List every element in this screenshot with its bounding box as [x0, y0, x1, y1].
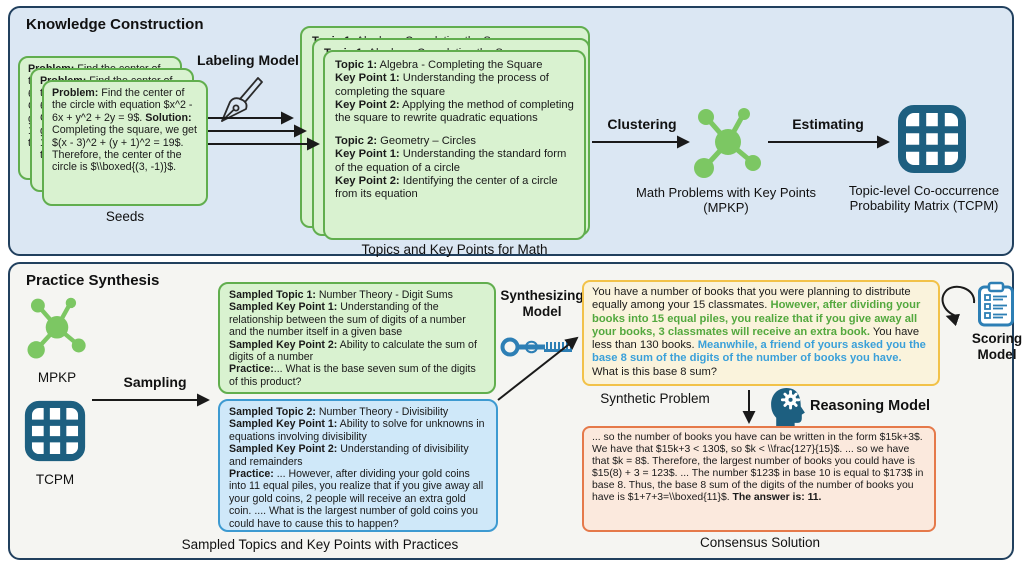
scoring-model-label: Scoring Model	[971, 331, 1023, 362]
pen-nib-icon	[221, 77, 263, 122]
mpkp-network-icon-small	[27, 297, 86, 359]
tcpm-label: Topic-level Co-occurrence Probability Ma…	[848, 183, 1000, 213]
head-gear-icon	[771, 388, 805, 429]
reasoning-model-label: Reasoning Model	[810, 398, 931, 414]
mpkp-network-icon	[694, 108, 761, 178]
mpkp-label: Math Problems with Key Points (MPKP)	[636, 185, 816, 215]
estimating-label: Estimating	[792, 116, 864, 132]
sampling-label: Sampling	[123, 374, 187, 390]
tcpm-matrix-icon-small	[24, 400, 86, 462]
tcpm-matrix-icon	[898, 105, 966, 173]
synthesizing-model-label: Synthesizing Model	[500, 288, 584, 319]
synthetic-problem-box: You have a number of books that you were…	[582, 280, 940, 386]
topics-card-front: Topic 1: Algebra - Completing the Square…	[323, 50, 586, 240]
key-icon	[500, 337, 572, 357]
seeds-caption: Seeds	[105, 209, 145, 224]
sampled-topic-1-card: Sampled Topic 1: Number Theory - Digit S…	[218, 282, 496, 394]
labeling-model-label: Labeling Model	[197, 52, 299, 68]
clipboard-icon	[978, 281, 1014, 327]
knowledge-panel-title: Knowledge Construction	[26, 16, 204, 33]
sampled-topic-2-card: Sampled Topic 2: Number Theory - Divisib…	[218, 399, 498, 532]
practice-panel-title: Practice Synthesis	[26, 272, 160, 289]
tcpm-small-label: TCPM	[35, 472, 75, 487]
consensus-solution-box: ... so the number of books you have can …	[582, 426, 936, 532]
clustering-label: Clustering	[607, 116, 677, 132]
topics-caption: Topics and Key Points for Math	[361, 242, 548, 257]
seed-card-front: Problem: Find the center of the circle w…	[42, 80, 208, 206]
synthetic-problem-caption: Synthetic Problem	[600, 391, 710, 406]
mpkp-small-label: MPKP	[37, 370, 77, 385]
sampled-cards-caption: Sampled Topics and Key Points with Pract…	[181, 537, 459, 552]
consensus-caption: Consensus Solution	[699, 535, 821, 550]
